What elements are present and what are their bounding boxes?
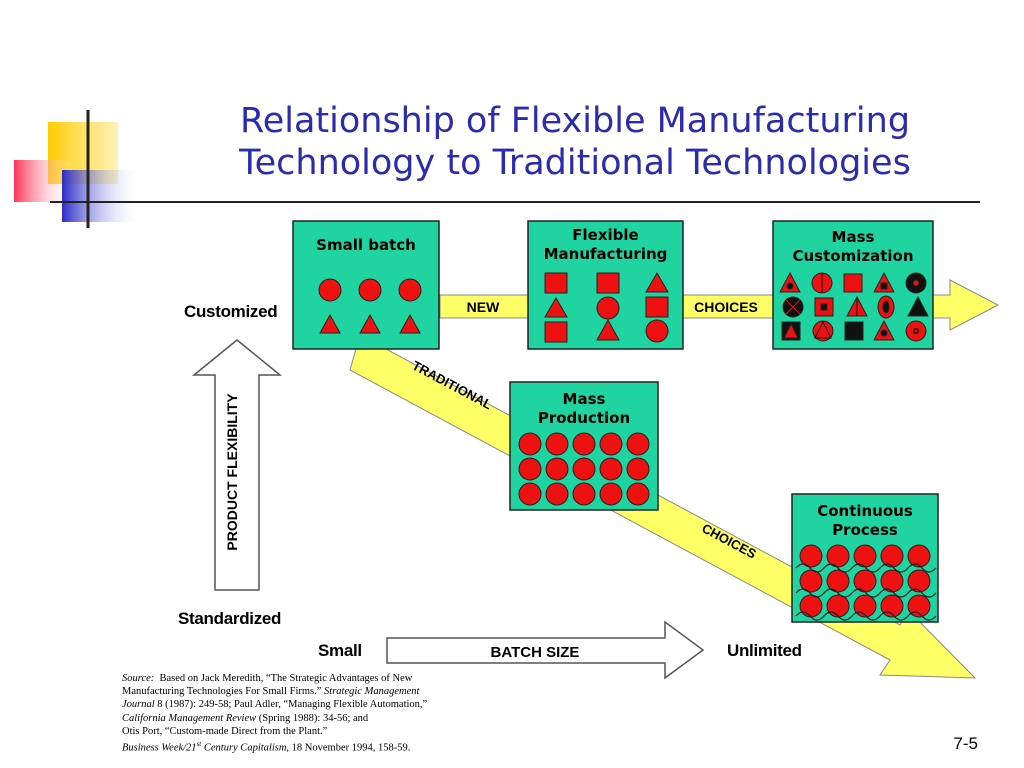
source-citation: Source: Based on Jack Meredith, “The Str…: [122, 673, 428, 754]
title-line-1: Relationship of Flexible Manufacturing: [239, 101, 911, 141]
logo-blue-square: [62, 170, 142, 222]
label-new: NEW: [467, 299, 500, 315]
continuous-wave-lines: [795, 563, 937, 621]
logo-graphic: [14, 110, 170, 228]
product-flexibility-arrow: [191, 339, 283, 591]
page-number: 7-5: [953, 734, 978, 753]
batch-size-arrow: [386, 620, 705, 680]
label-product-flexibility: PRODUCT FLEXIBILITY: [224, 393, 240, 551]
continuous-process-label: Continuous Process: [817, 502, 913, 539]
mass-production-label: Mass Production: [537, 390, 631, 427]
label-batch-size: BATCH SIZE: [491, 644, 580, 661]
label-choices-top: CHOICES: [694, 299, 758, 315]
flexible-shapes: [544, 272, 669, 343]
mass-production-shapes: [518, 432, 650, 506]
continuous-process-shapes: [799, 544, 931, 618]
small-batch-shapes: [318, 278, 422, 334]
mass-customization-label: Mass Customization: [792, 228, 914, 265]
label-small: Small: [318, 641, 362, 660]
label-unlimited: Unlimited: [727, 641, 802, 660]
label-customized: Customized: [184, 302, 278, 321]
label-standardized: Standardized: [178, 609, 282, 628]
title-underline: [140, 201, 980, 203]
page-title: Relationship of Flexible Manufacturing T…: [160, 100, 990, 184]
small-batch-label: Small batch: [316, 236, 416, 254]
flexible-manufacturing-label: Flexible Manufacturing: [543, 226, 668, 263]
title-line-2: Technology to Traditional Technologies: [239, 143, 911, 183]
mass-customization-shapes: [779, 271, 929, 342]
